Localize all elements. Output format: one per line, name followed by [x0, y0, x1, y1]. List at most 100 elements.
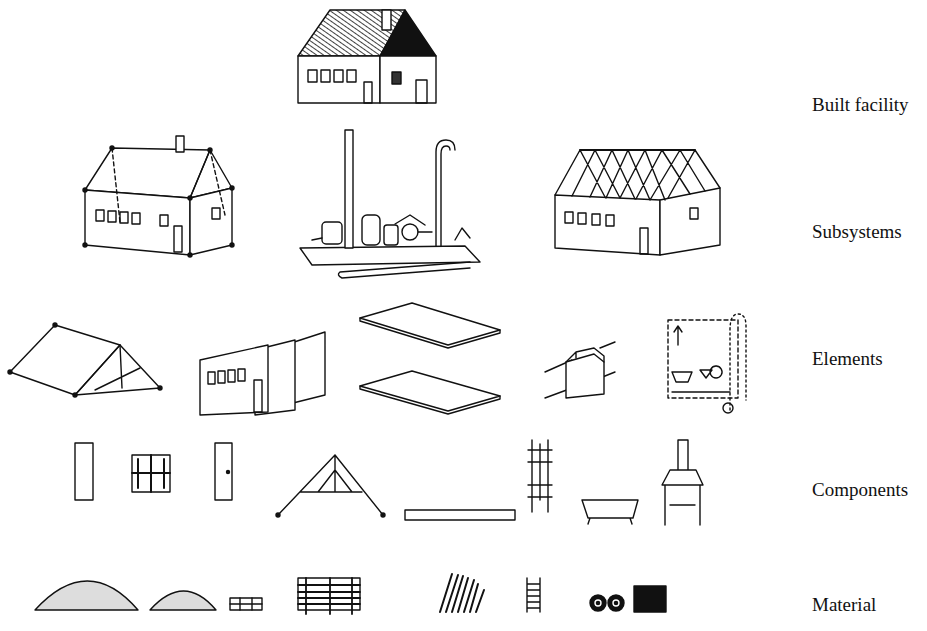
envelope-sketch-stroke [112, 148, 225, 222]
roof-element-stroke [53, 323, 57, 327]
services-sketch-stroke [338, 262, 470, 278]
plumbing-element-stroke [672, 391, 730, 392]
envelope-sketch-stroke [188, 196, 192, 200]
envelope-sketch-stroke [174, 226, 182, 252]
box-element-stroke [566, 354, 604, 398]
house-sketch-stroke [364, 82, 372, 103]
structure-sketch-stroke [578, 213, 586, 224]
structure-sketch-stroke [640, 228, 648, 254]
services-sketch-stroke [402, 224, 418, 240]
services-sketch-stroke [312, 215, 432, 240]
envelope-sketch-stroke [108, 211, 116, 222]
component-sketches-stroke [215, 443, 232, 500]
structure-sketch-stroke [555, 150, 720, 200]
structure-sketch-stroke [660, 188, 720, 255]
roof-element-stroke [73, 393, 77, 397]
house-sketch-stroke [347, 70, 356, 82]
wall-elements-stroke [200, 345, 268, 415]
roof-element-stroke [10, 325, 120, 395]
level-label: Elements [812, 348, 883, 370]
services-sketch-stroke [322, 222, 342, 244]
house-sketch-stroke [298, 56, 380, 103]
plumbing-element-stroke [723, 403, 733, 413]
box-element [545, 342, 615, 398]
house-sketch-stroke [321, 70, 330, 82]
roof-element-stroke [95, 345, 140, 390]
envelope-sketch-stroke [212, 208, 220, 219]
plumbing-element [668, 314, 746, 413]
wall-elements-stroke [238, 369, 245, 381]
house-sketch-stroke [382, 10, 391, 30]
component-sketches-stroke [276, 513, 280, 517]
structure-sketch-stroke [555, 195, 660, 255]
plumbing-element-stroke [730, 314, 746, 410]
component-sketches-stroke [132, 455, 170, 492]
plumbing-element-stroke [674, 326, 682, 345]
box-element-stroke [545, 342, 615, 398]
envelope-sketch-stroke [188, 253, 192, 257]
material-sketches-stroke [298, 578, 360, 614]
services-sketch-stroke [441, 146, 450, 246]
envelope-sketch-stroke [190, 188, 232, 255]
material-sketches-stroke [608, 595, 624, 611]
house-sketch-stroke [308, 70, 317, 82]
envelope-sketch-stroke [230, 186, 234, 190]
material-sketches-stroke [150, 591, 216, 610]
material-sketches-stroke [440, 574, 484, 612]
material-sketches-stroke [590, 595, 606, 611]
structure-sketch-stroke [580, 149, 695, 151]
material-sketches-stroke [595, 600, 601, 606]
envelope-sketch-stroke [85, 190, 190, 255]
structure-sketch [555, 150, 720, 255]
envelope-sketch-stroke [160, 215, 168, 226]
wall-elements-stroke [254, 380, 262, 412]
house-sketch-stroke [380, 56, 436, 103]
roof-element-stroke [8, 370, 12, 374]
envelope-sketch-stroke [208, 148, 212, 152]
material-sketches-stroke [230, 598, 262, 610]
wall-elements-stroke [208, 372, 215, 384]
envelope-sketch-stroke [230, 243, 234, 247]
floor-elements-stroke [360, 318, 500, 414]
structure-sketch-stroke [690, 208, 698, 219]
roof-element [8, 323, 162, 397]
component-sketches-stroke [405, 510, 515, 520]
box-element-stroke [566, 348, 604, 362]
floor-elements [360, 303, 500, 414]
house-sketch [298, 10, 436, 103]
services-sketch-stroke [345, 130, 353, 248]
services-sketch-stroke [362, 215, 380, 245]
wall-elements [200, 332, 325, 415]
house-sketch-stroke [416, 80, 427, 103]
component-sketches-stroke [528, 440, 552, 512]
level-label: Material [812, 594, 876, 616]
material-sketches-stroke [35, 581, 138, 610]
component-sketches-stroke [278, 455, 383, 515]
house-sketch-stroke [334, 70, 343, 82]
material-sketches-stroke [613, 600, 619, 606]
level-label: Components [812, 479, 908, 501]
plumbing-element-stroke [668, 320, 738, 398]
services-sketch-stroke [436, 140, 455, 246]
wall-elements-stroke [218, 371, 225, 383]
wall-elements-stroke [228, 370, 235, 382]
services-sketch [300, 130, 480, 278]
component-sketches-stroke [132, 455, 170, 492]
envelope-sketch-stroke [110, 146, 114, 150]
services-sketch-stroke [455, 228, 470, 240]
structure-sketch-stroke [606, 215, 614, 226]
house-sketch-stroke [392, 72, 401, 84]
component-sketches-stroke [227, 471, 230, 474]
services-sketch-stroke [300, 246, 480, 265]
envelope-sketch-stroke [83, 188, 87, 192]
level-label: Built facility [812, 94, 909, 116]
services-sketch-stroke [384, 225, 398, 245]
component-sketches-stroke [582, 500, 638, 524]
envelope-sketch [83, 136, 234, 257]
material-sketches-stroke [230, 598, 262, 610]
envelope-sketch-stroke [176, 136, 184, 152]
component-sketches-stroke [662, 440, 703, 525]
level-label: Subsystems [812, 221, 902, 243]
